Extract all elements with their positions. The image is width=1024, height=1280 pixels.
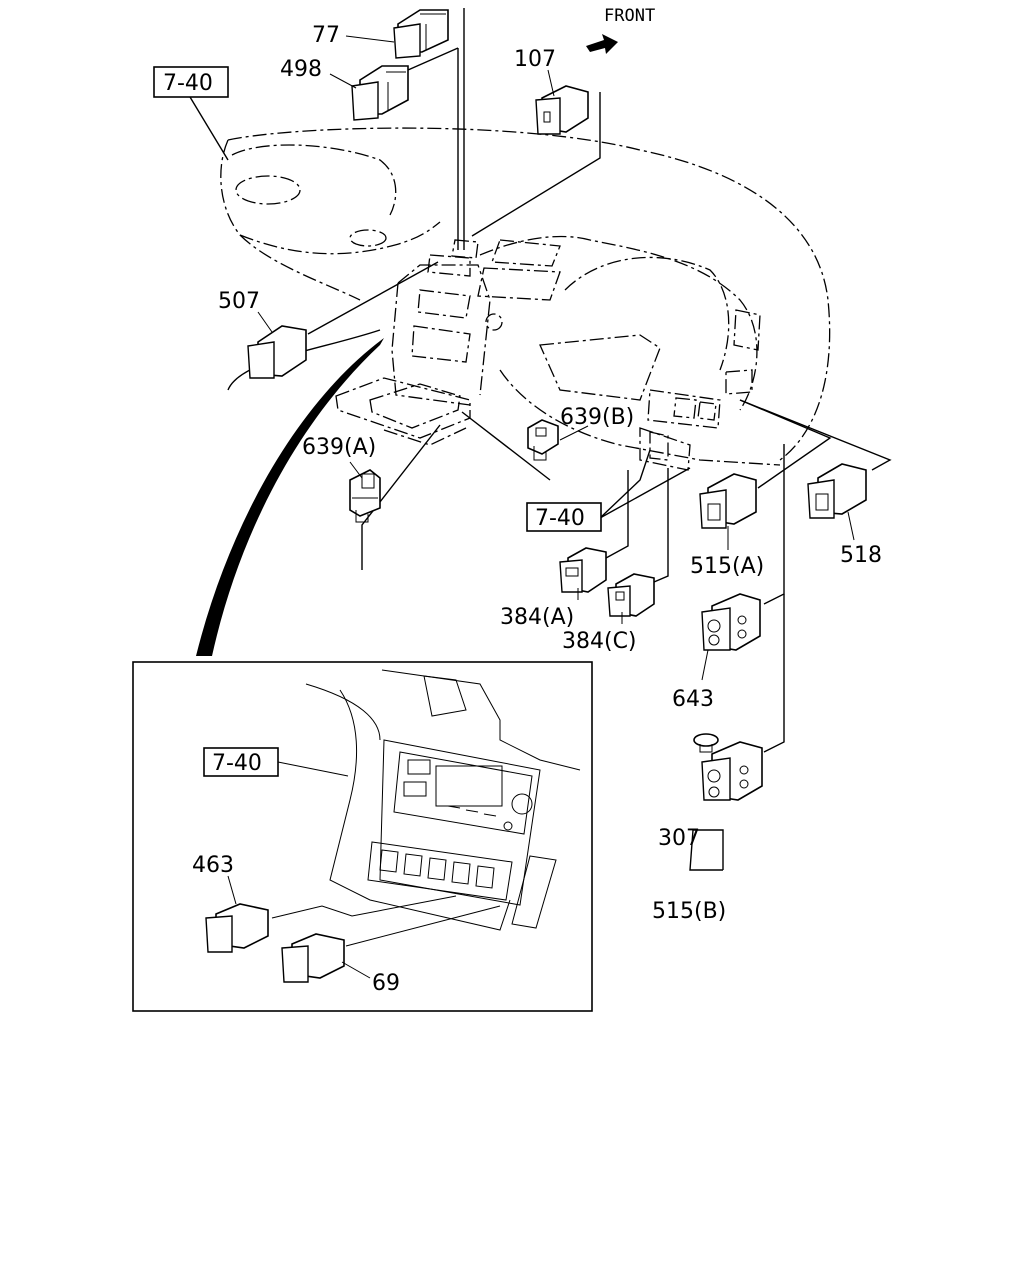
ref-label-top: 7-40: [163, 71, 213, 96]
inset-detail: 7-40 463 69: [132, 661, 593, 1012]
part-107-switch: [535, 85, 589, 135]
label-639b: 639(B): [560, 405, 634, 430]
front-arrow-icon: [586, 34, 618, 54]
ref-box-mid: 7-40: [526, 502, 602, 532]
part-498-switch: [351, 65, 409, 121]
label-515b: 515(B): [652, 899, 726, 924]
label-77: 77: [312, 23, 340, 48]
label-69: 69: [372, 971, 400, 996]
part-639a-switch: [349, 469, 381, 523]
inset-leader: [196, 338, 384, 656]
label-307: 307: [658, 826, 700, 851]
part-77-switch: [393, 9, 449, 59]
ref-label-mid: 7-40: [535, 506, 585, 531]
part-515b-switch: [701, 741, 763, 801]
front-indicator: FRONT: [586, 6, 655, 54]
part-384a-switch: [559, 547, 607, 593]
part-507-switch: [247, 325, 307, 379]
label-384c: 384(C): [562, 629, 637, 654]
label-498: 498: [280, 57, 322, 82]
label-463: 463: [192, 853, 234, 878]
label-518: 518: [840, 543, 882, 568]
ref-box-top: 7-40: [153, 66, 229, 161]
callout-lines: [257, 35, 855, 681]
label-515a: 515(A): [690, 554, 764, 579]
part-384c-switch: [607, 573, 655, 617]
leader-lines: [227, 8, 892, 871]
part-643-switch: [701, 593, 761, 651]
part-639b-switch: [527, 419, 559, 461]
ref-label-inset: 7-40: [212, 751, 262, 776]
label-507: 507: [218, 289, 260, 314]
label-639a: 639(A): [302, 435, 376, 460]
part-515a-switch: [699, 473, 757, 529]
part-307-screw: [693, 733, 719, 753]
part-labels: 77 498 107 507 639(B) 639(A) 515(A) 518 …: [218, 23, 882, 924]
label-643: 643: [672, 687, 714, 712]
label-384a: 384(A): [500, 605, 574, 630]
part-518-switch: [807, 463, 867, 519]
front-label: FRONT: [604, 6, 655, 26]
label-107: 107: [514, 47, 556, 72]
